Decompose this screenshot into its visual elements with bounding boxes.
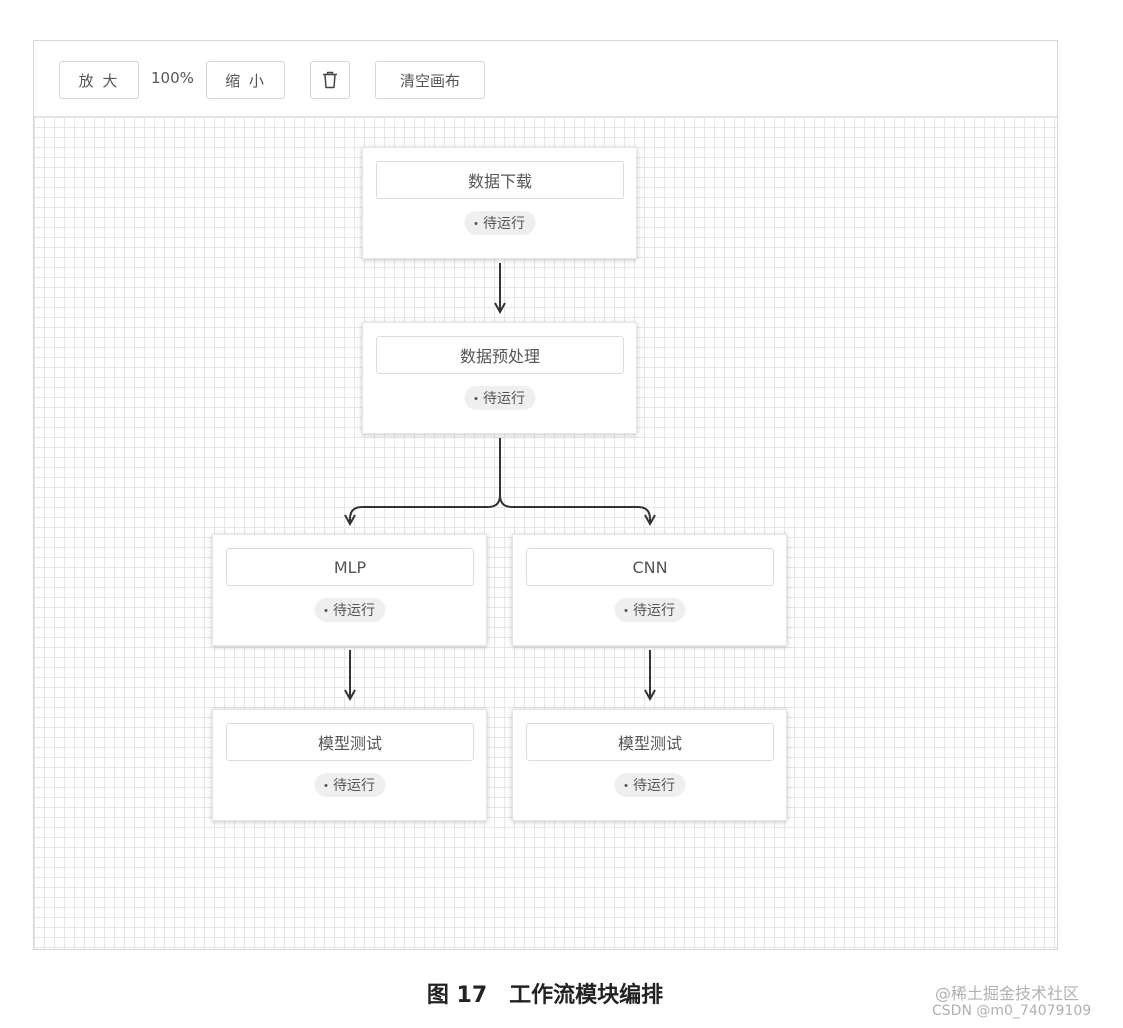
node-mlp[interactable]: MLP 待运行 <box>212 534 487 646</box>
workflow-editor: 放 大 100% 缩 小 清空画布 数据下载 待运行 <box>33 40 1058 950</box>
node-data-download[interactable]: 数据下载 待运行 <box>362 147 637 259</box>
watermark-csdn: CSDN @m0_74079109 <box>932 1003 1092 1019</box>
status-label: 待运行 <box>483 391 525 407</box>
status-badge: 待运行 <box>314 598 385 622</box>
node-title: CNN <box>526 548 774 586</box>
edge-preprocess-to-mlp <box>350 438 501 524</box>
status-badge: 待运行 <box>614 773 685 797</box>
watermark-juejin: @稀土掘金技术社区 <box>935 984 1080 1003</box>
grid-canvas[interactable]: 数据下载 待运行 数据预处理 待运行 MLP 待运行 CNN 待运行 模型测试 … <box>34 117 1057 949</box>
node-title: 模型测试 <box>226 723 474 761</box>
node-model-test-cnn[interactable]: 模型测试 待运行 <box>512 709 787 821</box>
node-title: 模型测试 <box>526 723 774 761</box>
node-data-preprocess[interactable]: 数据预处理 待运行 <box>362 322 637 434</box>
figure-caption: 图 17 工作流模块编排 <box>426 983 664 1008</box>
node-title: 数据下载 <box>376 161 624 199</box>
status-badge: 待运行 <box>464 386 535 410</box>
node-model-test-mlp[interactable]: 模型测试 待运行 <box>212 709 487 821</box>
toolbar: 放 大 100% 缩 小 清空画布 <box>34 41 1057 117</box>
status-badge: 待运行 <box>614 598 685 622</box>
clear-canvas-button[interactable]: 清空画布 <box>375 61 485 99</box>
node-title: MLP <box>226 548 474 586</box>
status-badge: 待运行 <box>314 773 385 797</box>
zoom-level: 100% <box>151 69 194 87</box>
status-label: 待运行 <box>633 603 675 619</box>
status-badge: 待运行 <box>464 211 535 235</box>
zoom-out-button[interactable]: 缩 小 <box>206 61 285 99</box>
delete-button[interactable] <box>310 61 350 99</box>
status-label: 待运行 <box>333 603 375 619</box>
zoom-in-button[interactable]: 放 大 <box>59 61 139 99</box>
edge-preprocess-to-cnn <box>499 494 650 524</box>
status-label: 待运行 <box>483 216 525 232</box>
node-cnn[interactable]: CNN 待运行 <box>512 534 787 646</box>
status-label: 待运行 <box>633 778 675 794</box>
status-label: 待运行 <box>333 778 375 794</box>
trash-icon <box>323 71 337 89</box>
node-title: 数据预处理 <box>376 336 624 374</box>
